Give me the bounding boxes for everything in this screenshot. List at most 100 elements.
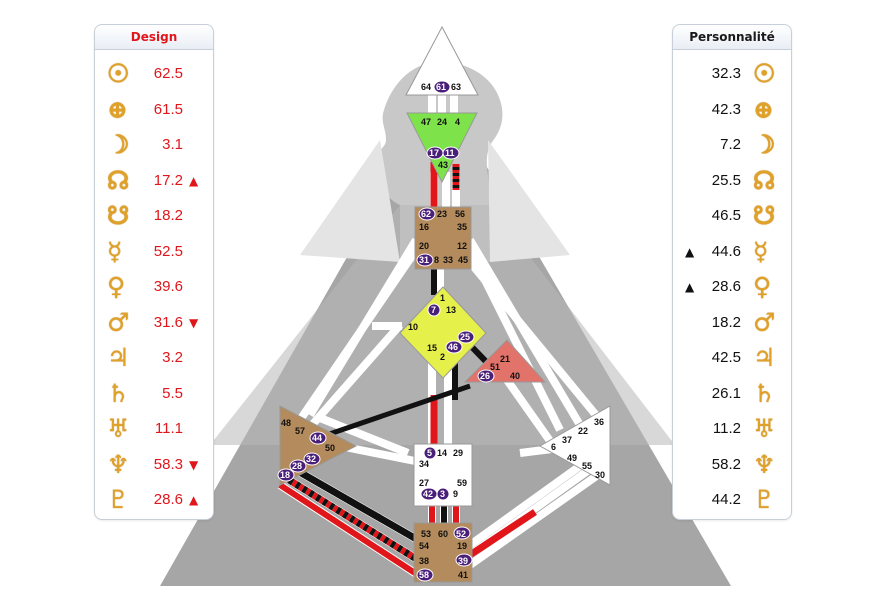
- gate-5: 5: [427, 448, 432, 458]
- design-row-uranus: ♅ 11.1: [95, 414, 213, 444]
- personality-value: 11.2: [712, 420, 741, 437]
- design-value: 62.5: [153, 65, 183, 82]
- gate-31: 31: [419, 255, 429, 265]
- moon-icon: ☽: [753, 130, 776, 159]
- gate-52: 52: [456, 529, 466, 539]
- mercury-icon: ☿: [753, 236, 769, 266]
- personality-value: 7.2: [720, 136, 741, 153]
- gate-7: 7: [431, 305, 436, 315]
- personality-value: 28.6: [711, 278, 741, 295]
- personality-row-jupiter: ♃42.5: [673, 343, 791, 373]
- gate-49: 49: [567, 453, 577, 463]
- design-row-north-node: ☊17.2▲: [95, 166, 213, 196]
- design-row-jupiter: ♃3.2: [95, 343, 213, 373]
- personality-value: 44.6: [711, 242, 741, 260]
- neptune-icon: ♆: [107, 449, 130, 479]
- gate-26: 26: [480, 371, 490, 381]
- personality-value: 32.3: [711, 65, 741, 82]
- gate-6: 6: [551, 442, 556, 452]
- personality-panel: Personnalité ☉32.3⊕42.3☽7.2☊25.5☋46.5☿44…: [672, 24, 792, 520]
- ajna-center[interactable]: [406, 112, 478, 184]
- gate-19: 19: [457, 541, 467, 551]
- gate-15: 15: [427, 343, 437, 353]
- gate-50: 50: [325, 443, 335, 453]
- design-row-venus: ♀39.6: [95, 272, 213, 302]
- personality-value: 46.5: [711, 207, 741, 224]
- pluto-icon: ♇: [753, 485, 776, 514]
- personality-row-mars: ♂18.2: [673, 308, 791, 338]
- design-row-mercury: ☿ 52.5: [95, 237, 213, 267]
- head-center[interactable]: [405, 25, 479, 96]
- earth-icon: ⊕: [107, 94, 128, 124]
- gate-58: 58: [419, 570, 429, 580]
- personality-value: 25.5: [711, 171, 741, 189]
- gate-17: 17: [429, 148, 439, 158]
- gate-11: 11: [445, 148, 455, 158]
- personality-panel-title: Personnalité: [673, 25, 791, 50]
- neptune-icon: ♆: [753, 449, 776, 479]
- mars-icon: ♂: [107, 307, 130, 337]
- gate-20: 20: [419, 241, 429, 251]
- gate-41: 41: [458, 570, 468, 580]
- sun-icon: ☉: [107, 59, 130, 88]
- light-wedge-left: [300, 140, 400, 262]
- design-value: 18.2: [153, 207, 183, 224]
- gate-42: 42: [423, 489, 433, 499]
- gate-55: 55: [582, 461, 592, 471]
- exaltation-arrow-icon: ▲: [685, 244, 695, 259]
- gate-2: 2: [440, 352, 445, 362]
- design-value: 58.3: [153, 455, 183, 473]
- mars-icon: ♂: [753, 307, 776, 337]
- gate-9: 9: [453, 489, 458, 499]
- gate-46: 46: [448, 342, 458, 352]
- gate-33: 33: [443, 255, 453, 265]
- design-value: 11.1: [154, 420, 183, 437]
- gate-21: 21: [500, 354, 510, 364]
- mercury-icon: ☿: [107, 236, 123, 266]
- design-row-south-node: ☋ 18.2: [95, 201, 213, 231]
- saturn-icon: ♄: [753, 378, 776, 408]
- sun-icon: ☉: [753, 59, 776, 88]
- moon-icon: ☽: [107, 130, 130, 159]
- gate-12: 12: [457, 241, 467, 251]
- gate-23: 23: [437, 209, 447, 219]
- personality-row-moon: ☽ 7.2: [673, 130, 791, 160]
- gate-57: 57: [295, 426, 305, 436]
- jupiter-icon: ♃: [753, 343, 776, 372]
- solar-plexus-center[interactable]: [538, 405, 611, 486]
- gate-25: 25: [460, 332, 470, 342]
- gate-4: 4: [455, 117, 460, 127]
- uranus-icon: ♅: [107, 414, 130, 443]
- gate-30: 30: [595, 470, 605, 480]
- personality-value: 58.2: [711, 455, 741, 473]
- design-row-moon: ☽ 3.1: [95, 130, 213, 160]
- design-value: 5.5: [162, 384, 183, 402]
- design-value: 3.1: [162, 136, 183, 153]
- gate-37: 37: [562, 435, 572, 445]
- venus-icon: ♀: [107, 272, 126, 301]
- gate-10: 10: [408, 322, 418, 332]
- gate-3: 3: [440, 489, 445, 499]
- design-panel-title: Design: [95, 25, 213, 50]
- saturn-icon: ♄: [107, 378, 130, 408]
- gate-56: 56: [455, 209, 465, 219]
- earth-icon: ⊕: [753, 94, 774, 124]
- design-row-earth: ⊕61.5: [95, 95, 213, 125]
- light-wedge-right: [488, 140, 570, 262]
- design-value: 17.2: [153, 171, 183, 189]
- gate-60: 60: [438, 529, 448, 539]
- gate-28: 28: [292, 461, 302, 471]
- design-value: 52.5: [153, 242, 183, 260]
- gate-16: 16: [419, 222, 429, 232]
- design-value: 28.6: [153, 491, 183, 508]
- g-center[interactable]: [399, 286, 487, 379]
- gate-40: 40: [510, 371, 520, 381]
- south-node-icon: ☋: [107, 201, 130, 230]
- personality-row-earth: ⊕42.3: [673, 95, 791, 125]
- gate-32: 32: [306, 454, 316, 464]
- exaltation-arrow-icon: ▼: [189, 315, 199, 330]
- personality-value: 44.2: [711, 491, 741, 508]
- gate-labels: 64 61 63 47 24 4 17 11 43 62 23 56 16 35…: [280, 82, 605, 580]
- venus-icon: ♀: [753, 272, 772, 301]
